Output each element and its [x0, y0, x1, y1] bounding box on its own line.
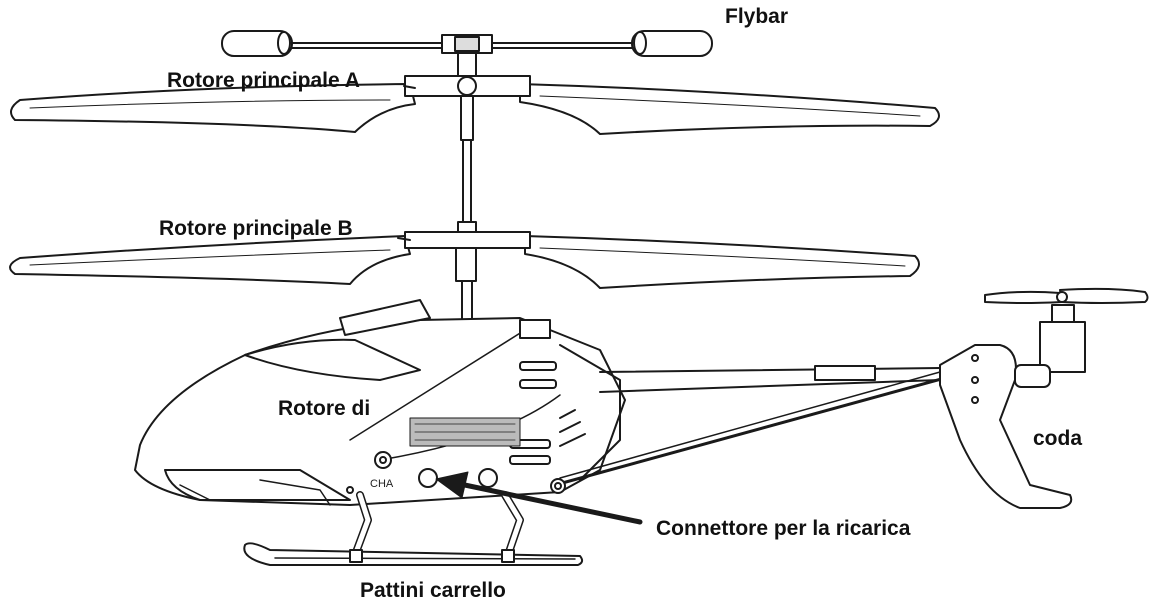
- landing-skids-label: Pattini carrello: [360, 579, 506, 602]
- fuselage: [134, 299, 626, 506]
- rotor-b-label: Rotore principale B: [159, 217, 353, 240]
- flybar: [221, 30, 713, 57]
- tail-rotor-label-part1: Rotore di: [278, 397, 371, 420]
- tail-rotor-label-part2: coda: [1033, 427, 1083, 450]
- tail-rotor: [984, 287, 1149, 388]
- tail-boom: [550, 365, 947, 494]
- main-rotor-a: [10, 75, 940, 135]
- rotor-a-label: Rotore principale A: [167, 69, 360, 92]
- tail-fin: [939, 344, 1073, 509]
- charging-connector-label: Connettore per la ricarica: [656, 517, 911, 540]
- channel-mark: CHA: [370, 478, 394, 490]
- callouts: [397, 85, 643, 525]
- flybar-label: Flybar: [725, 5, 789, 28]
- landing-skids: [243, 491, 584, 566]
- main-rotor-b: [9, 231, 920, 289]
